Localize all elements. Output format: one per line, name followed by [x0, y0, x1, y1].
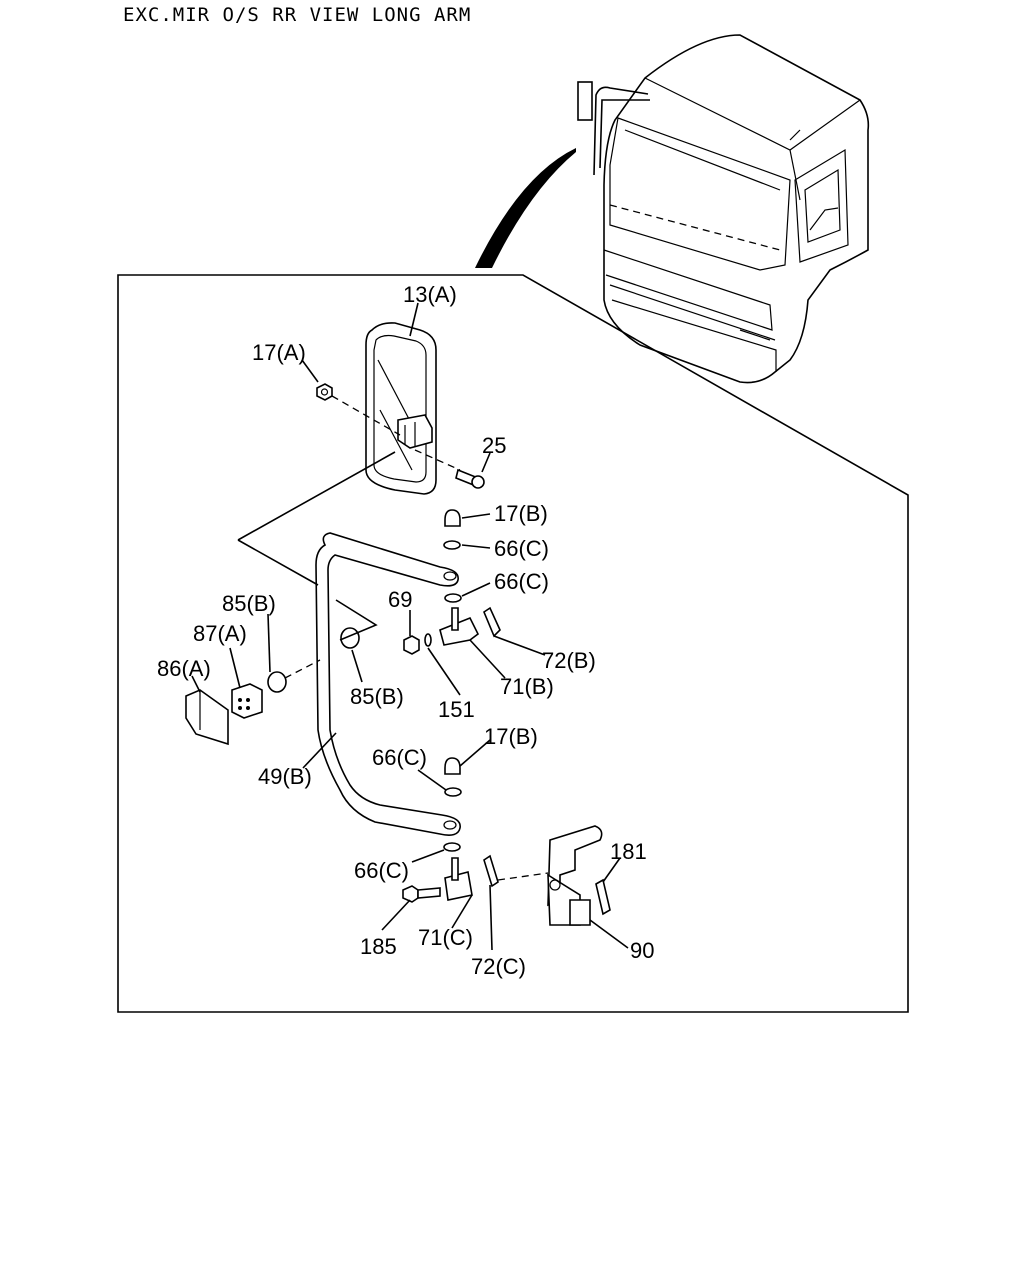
- diagram-title: EXC.MIR O/S RR VIEW LONG ARM: [123, 4, 472, 26]
- bolt-185: [402, 885, 441, 903]
- leader-lines: [191, 302, 629, 951]
- gasket-72c: [483, 854, 499, 888]
- part-86a: [185, 689, 229, 746]
- callout-17a: 17(A): [252, 340, 306, 365]
- callout-66c-4: 66(C): [354, 858, 409, 883]
- washer-66c-4: [443, 842, 461, 852]
- callout-151: 151: [438, 697, 475, 722]
- callout-72c: 72(C): [471, 954, 526, 979]
- callout-17b-lower: 17(B): [484, 724, 538, 749]
- callout-181: 181: [610, 839, 647, 864]
- bolt-25: [414, 449, 485, 489]
- bracket-71c: [444, 857, 473, 901]
- nut-69: [403, 635, 420, 655]
- callout-86a: 86(A): [157, 656, 211, 681]
- callout-71c: 71(C): [418, 925, 473, 950]
- mirror-head: [365, 322, 437, 495]
- washer-66c-2: [444, 593, 462, 603]
- callout-17b-upper: 17(B): [494, 501, 548, 526]
- callout-85b-lower: 85(B): [350, 684, 404, 709]
- callout-185: 185: [360, 934, 397, 959]
- cap-85b-right: [340, 627, 360, 649]
- nut-17a: [316, 383, 333, 401]
- callout-66c-2: 66(C): [494, 569, 549, 594]
- callout-71b: 71(B): [500, 674, 554, 699]
- gasket-72b: [483, 606, 501, 638]
- washer-66c-1: [443, 540, 461, 550]
- long-arm-49b: [315, 532, 461, 836]
- callout-49b: 49(B): [258, 764, 312, 789]
- callout-66c-3: 66(C): [372, 745, 427, 770]
- plate-90: [569, 899, 591, 926]
- detail-pointer-arc: [475, 148, 576, 268]
- washer-66c-3: [444, 787, 462, 797]
- cap-nut-17b-upper: [444, 509, 461, 527]
- callout-87a: 87(A): [193, 621, 247, 646]
- callout-66c-1: 66(C): [494, 536, 549, 561]
- callout-90: 90: [630, 938, 654, 963]
- callout-72b: 72(B): [542, 648, 596, 673]
- callout-69: 69: [388, 587, 412, 612]
- cap-nut-17b-lower: [444, 757, 461, 775]
- detail-frame: [117, 274, 909, 1013]
- callout-25: 25: [482, 433, 506, 458]
- callout-85b-upper: 85(B): [222, 591, 276, 616]
- truck-cab-illustration: [577, 34, 870, 384]
- bracket-71b: [439, 607, 480, 646]
- callout-13a: 13(A): [403, 282, 457, 307]
- spring-washer-151: [424, 633, 432, 647]
- block-87a: [231, 683, 263, 719]
- cap-85b-left: [267, 671, 287, 693]
- shim-181: [595, 878, 611, 916]
